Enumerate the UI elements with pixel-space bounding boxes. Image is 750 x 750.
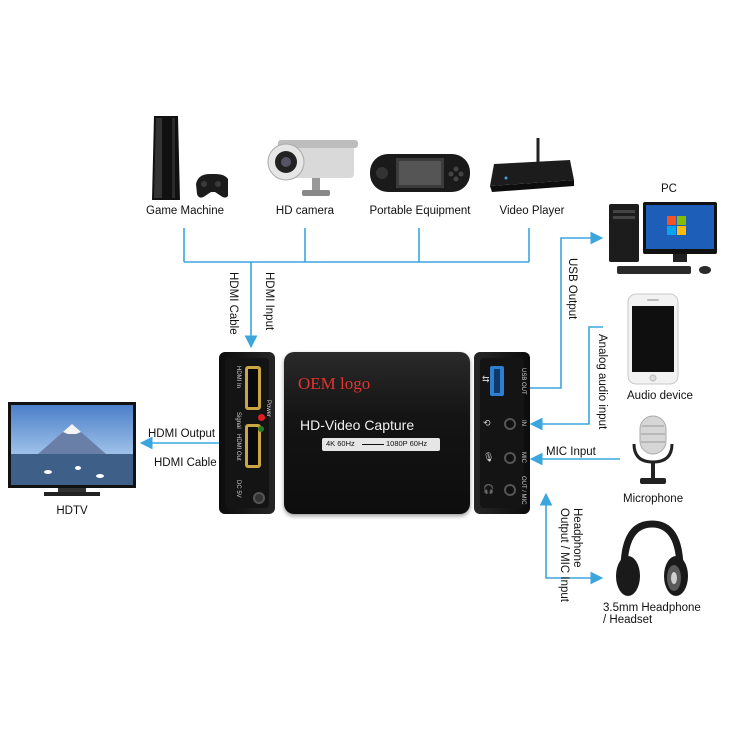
mic-jack[interactable]	[504, 452, 516, 464]
port-usb-out-label: USB OUT	[520, 368, 526, 395]
line-in-icon: ⟲	[483, 418, 491, 428]
game-machine-label: Game Machine	[146, 205, 224, 217]
port-signal-label: Signal	[235, 412, 241, 429]
device-left-panel: HDMI In Power Signal HDMI Out DC 5V	[219, 352, 275, 514]
pc-icon	[607, 198, 719, 280]
headset-label-1: 3.5mm Headphone	[603, 602, 701, 614]
analog-audio-arrow	[529, 326, 603, 431]
hdmi-in-port[interactable]	[245, 366, 261, 410]
video-player-icon	[486, 134, 576, 196]
audio-device-icon	[627, 293, 679, 385]
port-mic-label: MIC	[520, 452, 526, 463]
hdtv-icon	[8, 402, 136, 502]
port-hdmi-in-label: HDMI In	[235, 366, 241, 389]
spec-right: 1080P 60Hz	[386, 439, 428, 448]
headphone-arrow	[545, 501, 604, 585]
hdmi-out-port[interactable]	[245, 424, 261, 468]
game-machine-icon	[148, 112, 230, 204]
spec-bar: 4K 60Hz 1080P 60Hz	[322, 438, 440, 451]
hd-camera-label: HD camera	[275, 205, 335, 217]
port-in-label: IN	[520, 420, 526, 426]
analog-audio-label: Analog audio input	[596, 334, 608, 430]
out-mic-jack[interactable]	[504, 484, 516, 496]
signal-led	[258, 426, 264, 432]
microphone-label: Microphone	[623, 493, 684, 505]
port-power-label: Power	[265, 400, 271, 418]
usb-output-arrow	[528, 231, 604, 389]
usb-output-label: USB Output	[566, 258, 578, 320]
headphone-port-icon: 🎧	[483, 484, 495, 494]
device-right-panel: ⇆ ⟲ 🎙 🎧 USB OUT IN MIC OUT / MIC	[474, 352, 530, 514]
headset-label-2: / Headset	[603, 614, 653, 626]
portable-equipment-label: Portable Equipment	[369, 205, 471, 217]
headphone-output-label-1: Headphone	[571, 508, 583, 568]
mic-input-label: MIC Input	[546, 446, 596, 458]
hd-camera-icon	[254, 138, 359, 200]
usb-out-port[interactable]	[490, 366, 504, 396]
hdmi-input-label: HDMI Input	[263, 272, 275, 331]
dc-port[interactable]	[253, 492, 265, 504]
audio-device-label: Audio device	[627, 390, 693, 402]
port-dc-label: DC 5V	[235, 480, 241, 498]
video-player-label: Video Player	[499, 205, 565, 217]
port-hdmi-out-label: HDMI Out	[235, 434, 241, 461]
headset-icon	[614, 520, 690, 600]
hdmi-cable-in-label: HDMI Cable	[227, 272, 239, 335]
capture-device-body: OEM logo HD-Video Capture 4K 60Hz 1080P …	[284, 352, 470, 514]
hdtv-label: HDTV	[56, 505, 88, 517]
port-out-mic-label: OUT / MIC	[520, 476, 526, 505]
hdmi-output-label: HDMI Output	[148, 428, 216, 440]
mic-port-icon: 🎙	[483, 452, 495, 462]
hdmi-cable-out-label: HDMI Cable	[154, 457, 217, 469]
oem-logo: OEM logo	[298, 374, 371, 393]
usb-icon: ⇆	[482, 374, 490, 384]
headphone-output-label-2: Output / MIC Input	[558, 508, 570, 602]
microphone-icon	[628, 414, 678, 492]
spec-left: 4K 60Hz	[326, 439, 355, 448]
product-name: HD-Video Capture	[300, 417, 415, 433]
line-in-jack[interactable]	[504, 418, 516, 430]
power-led	[258, 414, 265, 421]
pc-label: PC	[661, 183, 677, 195]
portable-equipment-icon	[368, 150, 472, 196]
